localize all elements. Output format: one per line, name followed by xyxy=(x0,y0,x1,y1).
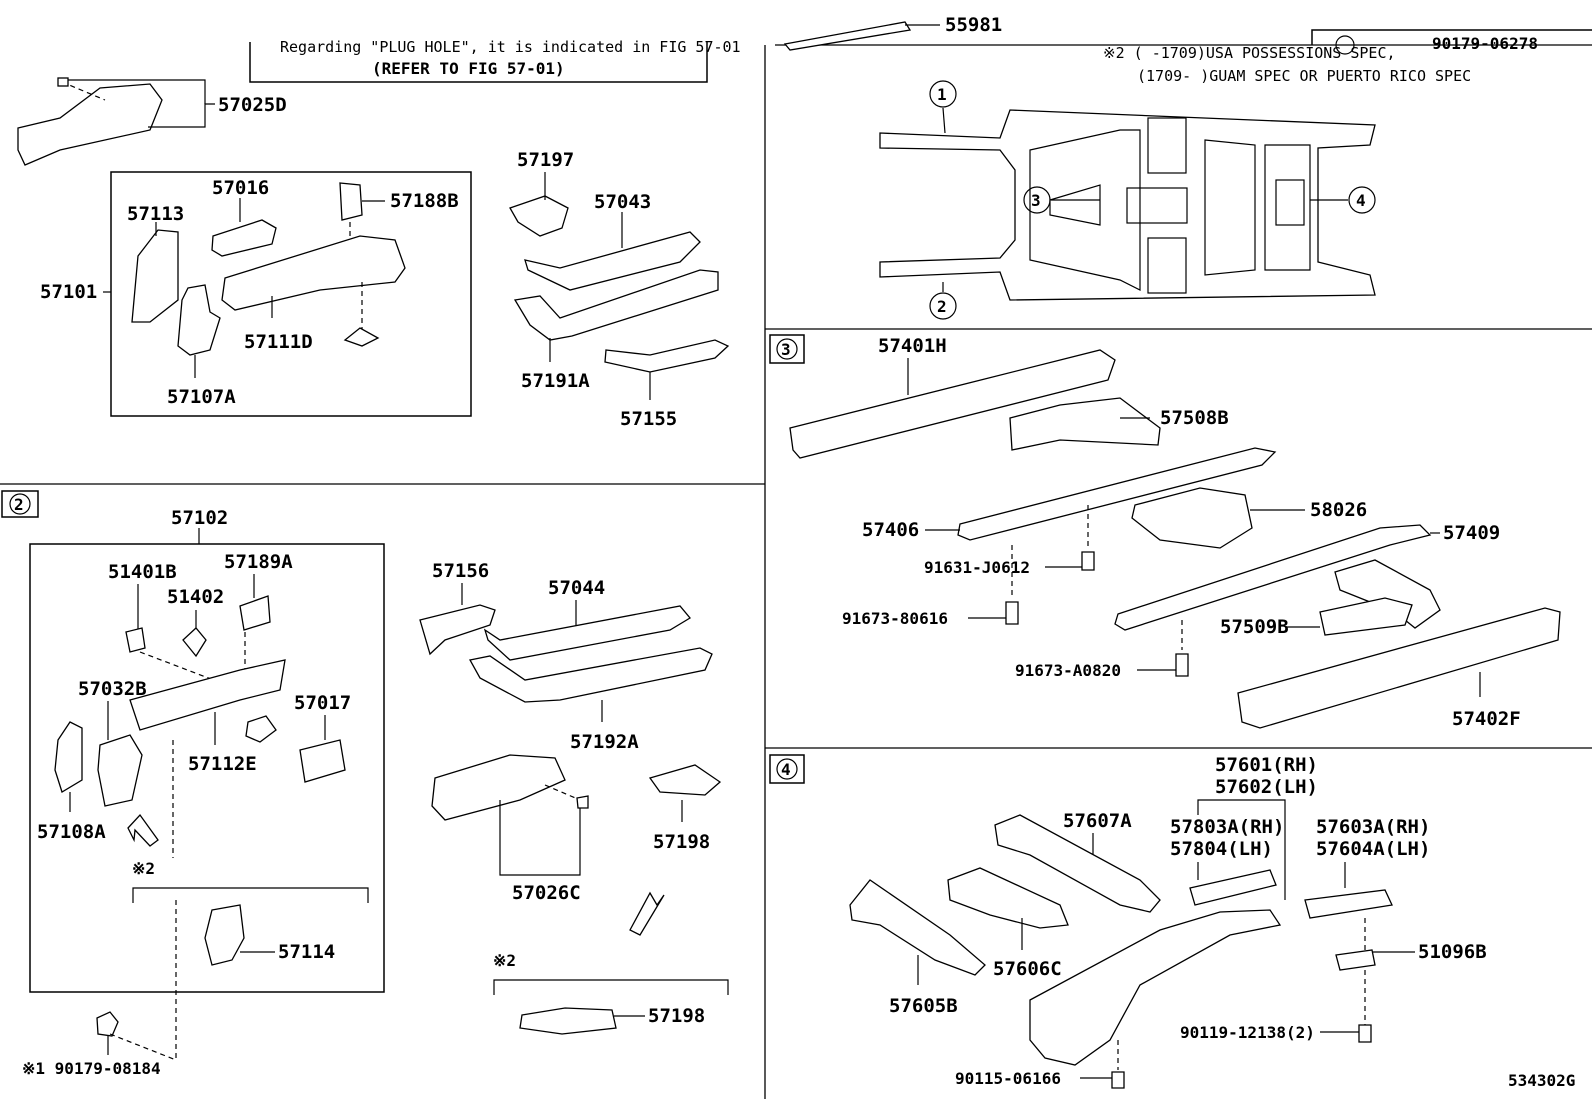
label-57198-b: 57198 xyxy=(648,1005,705,1027)
label-57402F: 57402F xyxy=(1452,708,1521,730)
label-57155: 57155 xyxy=(620,408,677,430)
label-57101: 57101 xyxy=(40,281,97,303)
label-57605B: 57605B xyxy=(889,995,958,1017)
section-3-callout: 3 xyxy=(781,340,791,359)
section-2: 2 57102 51401B 51402 57189A 57032B 57112… xyxy=(1,490,729,1078)
label-57804: 57804(LH) xyxy=(1170,838,1273,860)
label-57191A: 57191A xyxy=(521,370,590,392)
label-90119-12138: 90119-12138(2) xyxy=(1180,1023,1315,1042)
label-51402: 51402 xyxy=(167,586,224,608)
label-91631-J0612: 91631-J0612 xyxy=(924,558,1030,577)
section-1: 57025D 57101 57113 57016 57188B 57111D 5… xyxy=(17,77,730,430)
callout-4: 4 xyxy=(1356,191,1366,210)
label-57197: 57197 xyxy=(517,149,574,171)
refer-note-box: Regarding "PLUG HOLE", it is indicated i… xyxy=(249,38,741,83)
label-57025D: 57025D xyxy=(218,94,287,116)
label-51401B: 51401B xyxy=(108,561,177,583)
label-57409: 57409 xyxy=(1443,522,1500,544)
label-57102: 57102 xyxy=(171,507,228,529)
frame-overview: 1 2 3 4 xyxy=(879,80,1376,320)
spec-note-line1: ※2 ( -1709)USA POSSESSIONS SPEC, xyxy=(1103,44,1396,62)
label-90115-06166: 90115-06166 xyxy=(955,1069,1061,1088)
figure-id: 534302G xyxy=(1508,1071,1575,1090)
label-57114: 57114 xyxy=(278,941,335,963)
label-57602: 57602(LH) xyxy=(1215,776,1318,798)
top-right-part-box: 90179-06278 xyxy=(1311,29,1592,55)
label-90179-06278: 90179-06278 xyxy=(1432,34,1538,53)
label-57156: 57156 xyxy=(432,560,489,582)
label-57112E: 57112E xyxy=(188,753,257,775)
label-57113: 57113 xyxy=(127,203,184,225)
refer-note-line1: Regarding "PLUG HOLE", it is indicated i… xyxy=(280,38,741,56)
section-3: 3 57401H 57508B 57406 91631-J0612 58026 … xyxy=(769,334,1561,730)
section-dividers xyxy=(0,44,1592,1099)
label-57189A: 57189A xyxy=(224,551,293,573)
label-57406: 57406 xyxy=(862,519,919,541)
label-57043: 57043 xyxy=(594,191,651,213)
label-57188B: 57188B xyxy=(390,190,459,212)
part-55981: 55981 xyxy=(783,14,1002,51)
label-57016: 57016 xyxy=(212,177,269,199)
label-58026: 58026 xyxy=(1310,499,1367,521)
label-57017: 57017 xyxy=(294,692,351,714)
spec-note-line2: (1709- )GUAM SPEC OR PUERTO RICO SPEC xyxy=(1137,67,1471,85)
label-91673-A0820: 91673-A0820 xyxy=(1015,661,1121,680)
label-91673-80616: 91673-80616 xyxy=(842,609,948,628)
label-57508B: 57508B xyxy=(1160,407,1229,429)
label-57111D: 57111D xyxy=(244,331,313,353)
callout-2: 2 xyxy=(937,297,947,316)
section-4: 4 57601(RH) 57602(LH) 57607A 57803A(RH) … xyxy=(769,754,1487,1089)
callout-3: 3 xyxy=(1031,191,1041,210)
label-57509B: 57509B xyxy=(1220,616,1289,638)
callout-1: 1 xyxy=(937,85,947,104)
label-57803A: 57803A(RH) xyxy=(1170,816,1284,838)
label-57192A: 57192A xyxy=(570,731,639,753)
label-51096B: 51096B xyxy=(1418,941,1487,963)
refer-note-line2: (REFER TO FIG 57-01) xyxy=(372,59,565,78)
label-57032B: 57032B xyxy=(78,678,147,700)
label-57107A: 57107A xyxy=(167,386,236,408)
mark-2a: ※2 xyxy=(132,859,155,878)
label-57603A: 57603A(RH) xyxy=(1316,816,1430,838)
label-57044: 57044 xyxy=(548,577,605,599)
label-57401H: 57401H xyxy=(878,335,947,357)
label-57026C: 57026C xyxy=(512,882,581,904)
label-57607A: 57607A xyxy=(1063,810,1132,832)
label-57604A: 57604A(LH) xyxy=(1316,838,1430,860)
section-4-callout: 4 xyxy=(781,760,791,779)
label-90179-08184: ※1 90179-08184 xyxy=(22,1059,161,1078)
label-57601: 57601(RH) xyxy=(1215,754,1318,776)
label-57108A: 57108A xyxy=(37,821,106,843)
section-2-callout: 2 xyxy=(14,495,24,514)
label-55981: 55981 xyxy=(945,14,1002,36)
label-57198-a: 57198 xyxy=(653,831,710,853)
mark-2b: ※2 xyxy=(493,951,516,970)
label-57606C: 57606C xyxy=(993,958,1062,980)
